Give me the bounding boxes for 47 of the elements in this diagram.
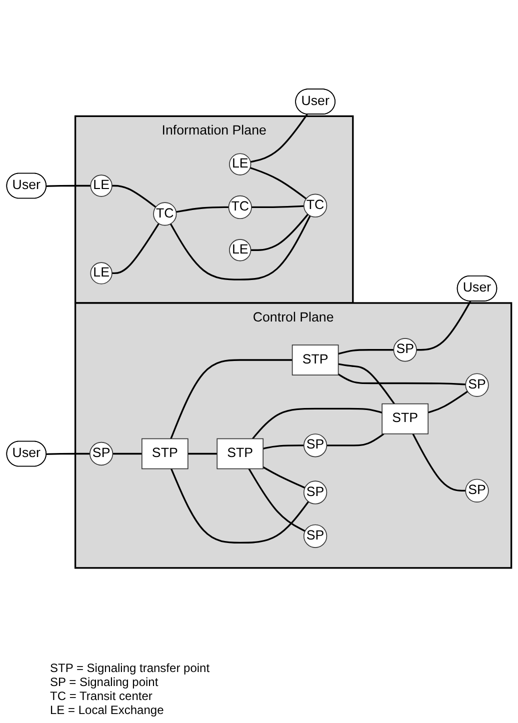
connector <box>262 466 306 489</box>
node-circle: LE <box>229 153 252 176</box>
connector <box>412 433 466 492</box>
connector <box>262 444 304 450</box>
connector <box>188 452 218 455</box>
legend-note: TC = Transit center <box>50 689 154 703</box>
legend-note: STP = Signaling transfer point <box>50 661 210 675</box>
node-box: STP <box>292 344 339 376</box>
connector <box>416 300 472 351</box>
node-circle: TC <box>153 202 177 226</box>
node-circle: SP <box>303 434 328 458</box>
node-circle: LE <box>90 262 112 284</box>
node-circle: LE <box>90 174 112 197</box>
legend-note: SP = Signaling point <box>50 675 160 689</box>
connector <box>428 390 468 414</box>
connector <box>250 114 308 163</box>
node-box: STP <box>142 438 188 470</box>
connector <box>250 167 307 200</box>
connector <box>112 223 160 274</box>
node-circle: TC <box>228 195 252 220</box>
node-circle: SP <box>465 478 489 502</box>
node-circle: SP <box>465 373 489 397</box>
connector <box>326 433 384 446</box>
node-circle: LE <box>229 239 252 262</box>
connector <box>250 214 309 251</box>
connector <box>248 468 306 532</box>
connector <box>112 452 142 455</box>
connector <box>46 184 91 187</box>
connector <box>170 468 310 544</box>
connector <box>170 215 311 280</box>
node-box: STP <box>382 403 428 434</box>
node-circle: SP <box>90 442 114 466</box>
connector <box>252 408 382 440</box>
node-circle: TC <box>303 194 328 218</box>
connector <box>176 206 229 213</box>
node-circle: SP <box>303 524 328 548</box>
connector <box>338 363 395 404</box>
node-circle: SP <box>303 480 328 504</box>
connector <box>170 359 292 440</box>
node-box: STP <box>216 438 264 470</box>
connector <box>112 184 156 208</box>
connector <box>338 374 466 386</box>
connector <box>252 205 304 208</box>
connector <box>338 349 394 355</box>
node-circle: SP <box>393 338 417 362</box>
legend-note: LE = Local Exchange <box>50 703 165 717</box>
connector <box>46 452 90 455</box>
